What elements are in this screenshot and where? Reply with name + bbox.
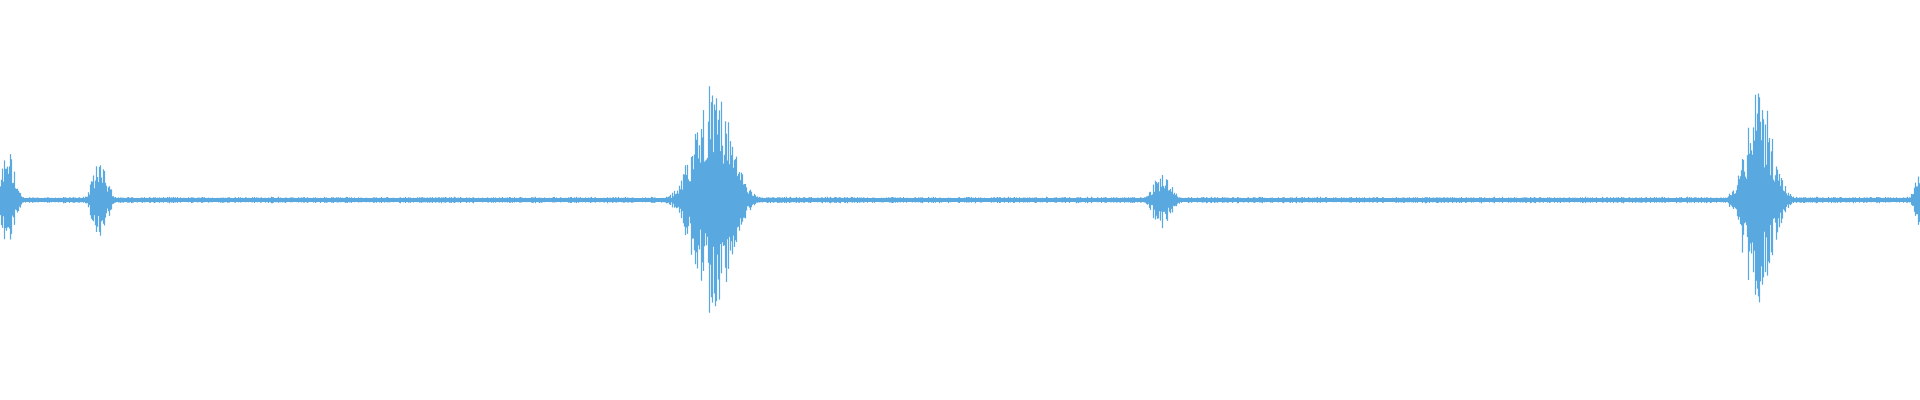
waveform-baseline bbox=[0, 198, 1920, 202]
waveform-samples bbox=[0, 86, 1920, 313]
